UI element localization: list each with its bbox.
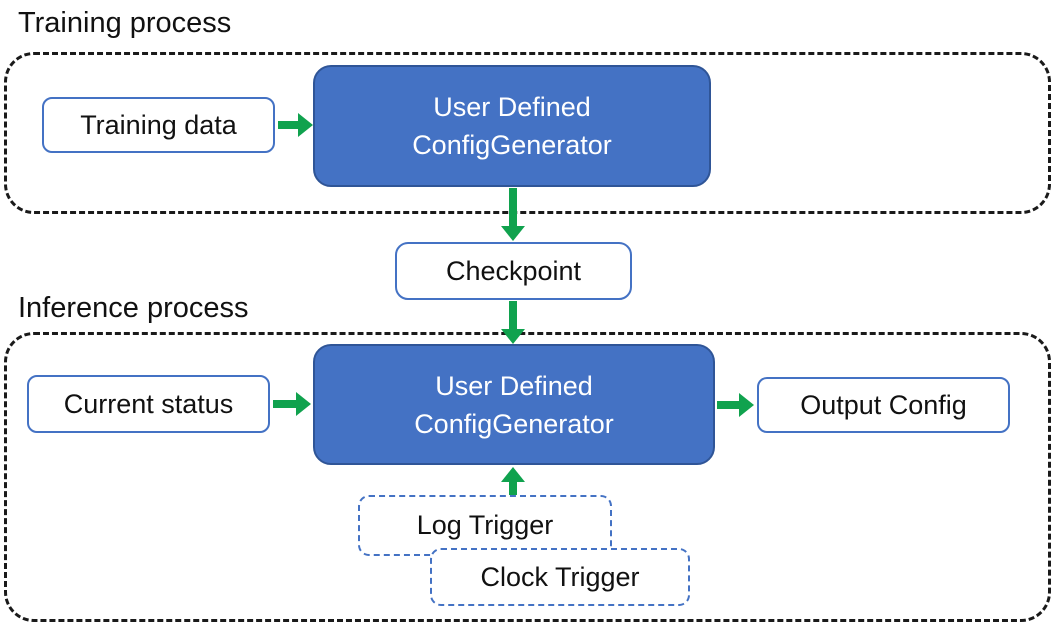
inference-process-container bbox=[4, 332, 1051, 622]
inference-config-generator-box: User Defined ConfigGenerator bbox=[313, 344, 715, 465]
training-config-generator-box: User Defined ConfigGenerator bbox=[313, 65, 711, 187]
training-config-generator-label-line2: ConfigGenerator bbox=[412, 130, 612, 160]
output-config-box: Output Config bbox=[757, 377, 1010, 433]
inference-config-generator-label-line1: User Defined bbox=[435, 370, 593, 401]
training-config-generator-label-line1: User Defined bbox=[433, 92, 591, 122]
log-trigger-box: Log Trigger bbox=[358, 495, 612, 556]
training-process-container bbox=[4, 52, 1051, 214]
current-status-box: Current status bbox=[27, 375, 270, 433]
checkpoint-box: Checkpoint bbox=[395, 242, 632, 300]
inference-process-title: Inference process bbox=[18, 292, 249, 324]
training-process-title: Training process bbox=[18, 7, 232, 39]
clock-trigger-box: Clock Trigger bbox=[430, 548, 690, 606]
training-data-box: Training data bbox=[42, 97, 275, 153]
inference-config-generator-label-line2: ConfigGenerator bbox=[414, 408, 614, 439]
